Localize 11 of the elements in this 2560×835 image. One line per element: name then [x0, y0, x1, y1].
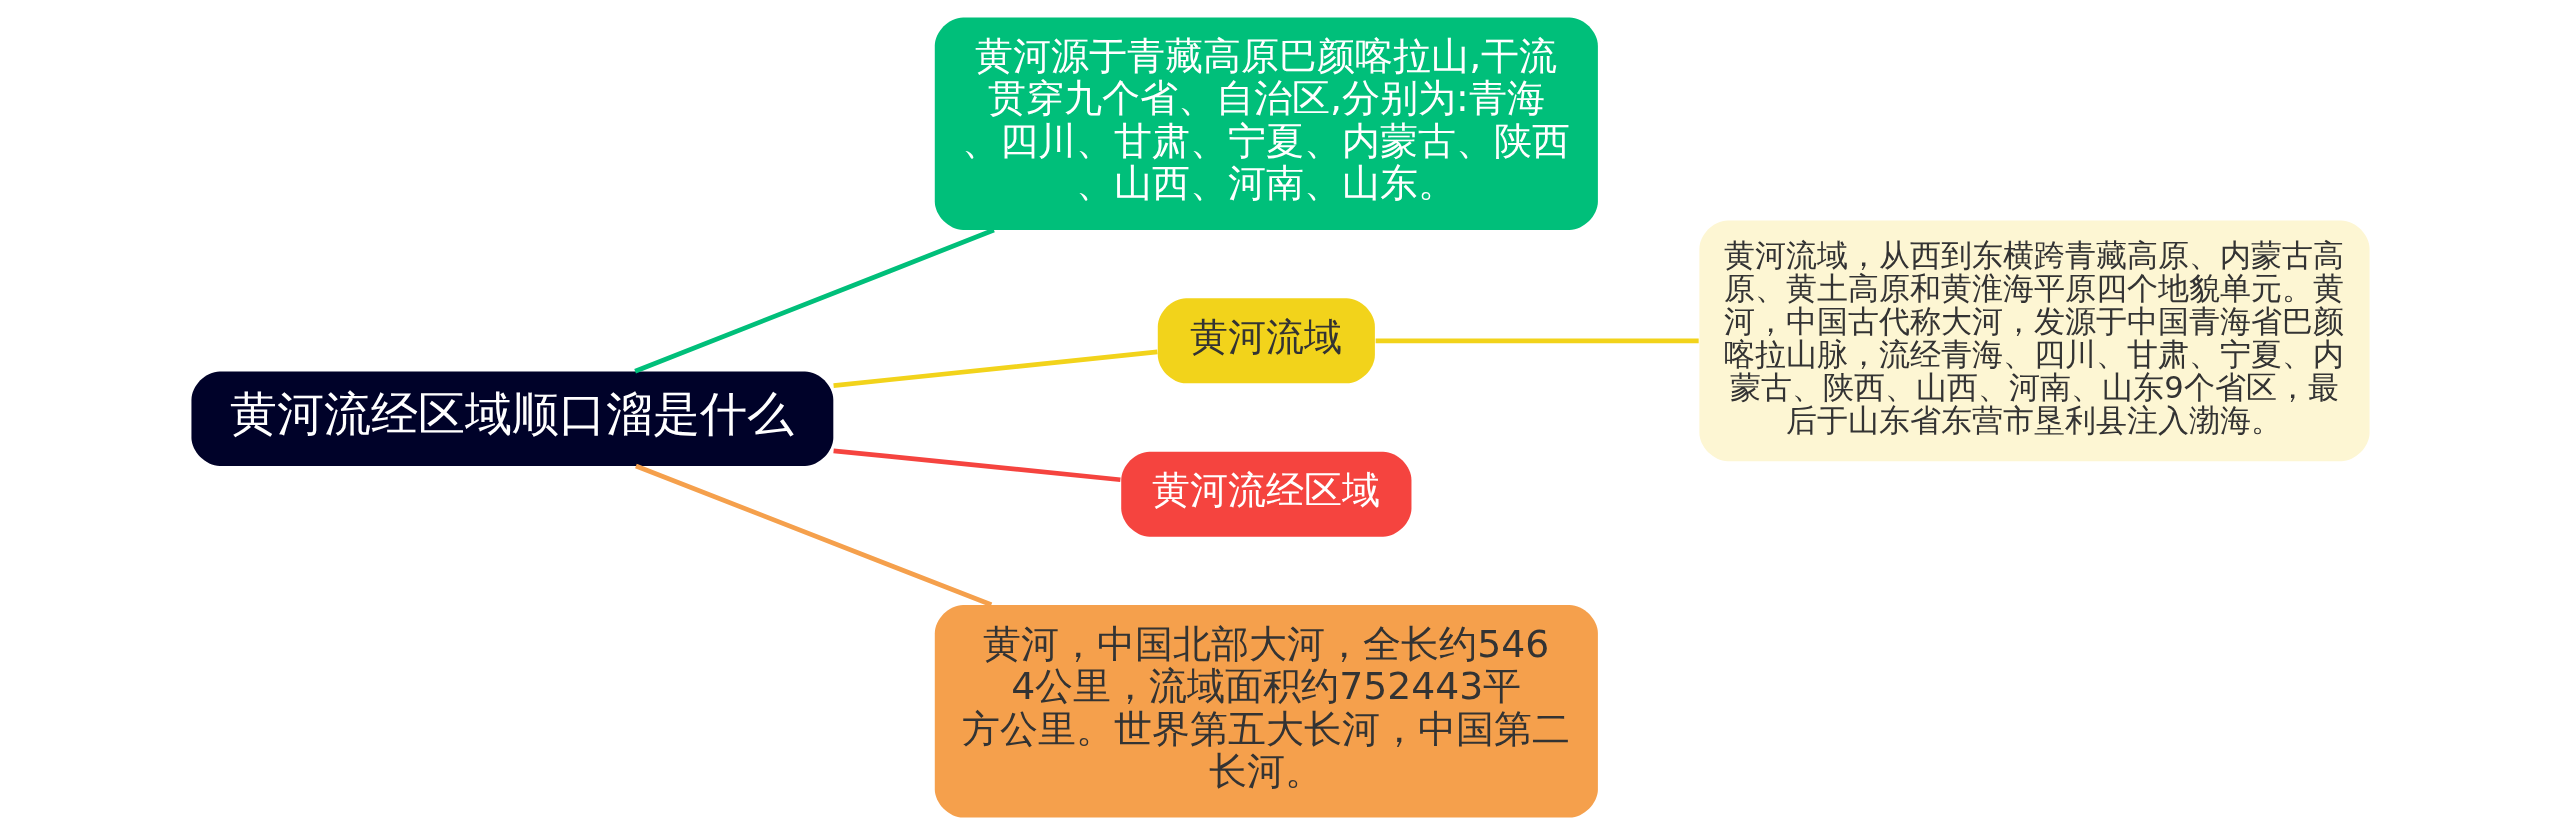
- connector: [633, 227, 995, 374]
- node-box: 黄河流经区域顺口溜是什么: [190, 371, 833, 466]
- connector: [634, 463, 992, 607]
- node-box: 黄河流域，从西到东横跨青藏高原、内蒙古高原、黄土高原和黄淮海平原四个地貌单元。黄河，中国古代称大河，发源于中国青海省巴颜喀拉山脉，流经青海、四川、甘肃、宁夏、内蒙古、陕西、山西、河南、山东9个省区，最后于山东省东营市垦利县注入渤海。: [1698, 220, 2370, 462]
- connector: [1375, 338, 1699, 344]
- node-box: 黄河源于青藏高原巴颜喀拉山,干流贯穿九个省、自治区,分别为:青海、四川、甘肃、宁夏、内蒙古、陕西、山西、河南、山东。: [934, 17, 1598, 230]
- connector: [832, 448, 1121, 483]
- node-box: 黄河流域: [1157, 298, 1375, 384]
- connector: [832, 349, 1158, 388]
- node-box: 黄河流经区域: [1120, 451, 1411, 537]
- node-box: 黄河，中国北部大河，全长约5464公里，流域面积约752443平方公里。世界第五大长河，中国第二长河。: [934, 605, 1598, 818]
